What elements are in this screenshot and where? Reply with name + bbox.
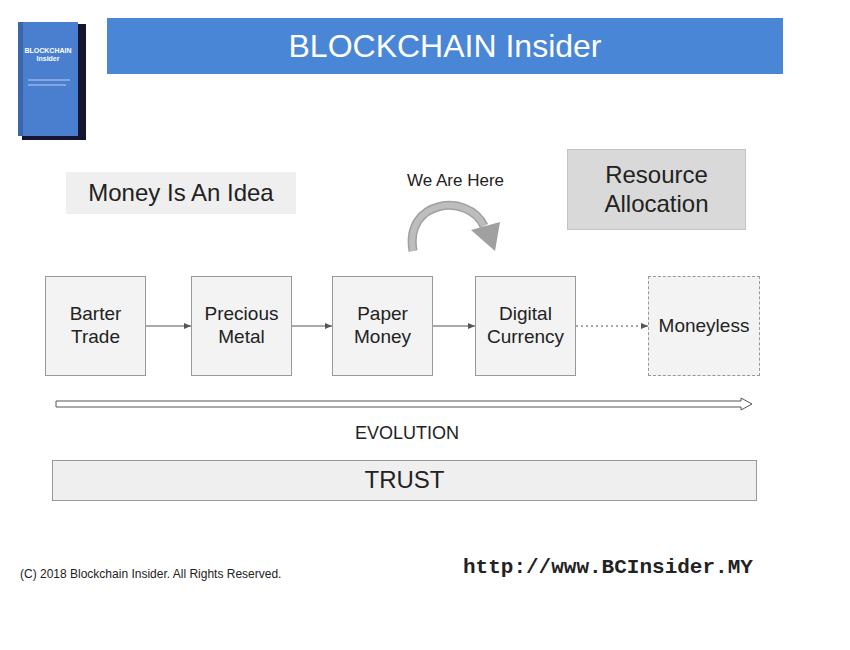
future-box: Moneyless <box>648 276 760 376</box>
node-text: Money Is An Idea <box>88 179 273 208</box>
node-text: Digital Currency <box>482 303 569 349</box>
copyright-note: (C) 2018 Blockchain Insider. All Rights … <box>20 567 281 581</box>
url-label: http://www.BCInsider.MY <box>463 556 753 579</box>
stage-box: Precious Metal <box>191 276 292 376</box>
book-cover: BLOCKCHAIN Insider <box>16 40 80 70</box>
node-text: TRUST <box>365 466 445 495</box>
trust-band: TRUST <box>52 460 757 501</box>
flow-arrow <box>433 326 475 327</box>
title-text: BLOCKCHAIN Insider <box>289 27 602 65</box>
pointer-label: We Are Here <box>407 171 504 191</box>
flow-arrow <box>146 326 191 327</box>
curved-arrow <box>412 205 500 251</box>
flow-arrow <box>576 326 648 327</box>
node-text: Precious Metal <box>198 303 285 349</box>
stage-box: Paper Money <box>332 276 433 376</box>
resource-box: Resource Allocation <box>567 149 746 230</box>
axis-label: EVOLUTION <box>355 423 459 444</box>
title-banner: BLOCKCHAIN Insider <box>107 18 783 74</box>
book-icon <box>18 22 86 140</box>
flow-arrow <box>292 326 332 327</box>
evolution-arrow <box>56 398 752 410</box>
stage-box: Barter Trade <box>45 276 146 376</box>
node-text: BLOCKCHAIN Insider <box>22 47 74 64</box>
node-text: Barter Trade <box>52 303 139 349</box>
idea-box: Money Is An Idea <box>66 172 296 214</box>
node-text: Moneyless <box>659 315 750 338</box>
node-text: Resource Allocation <box>574 161 739 219</box>
node-text: Paper Money <box>339 303 426 349</box>
stage-box: Digital Currency <box>475 276 576 376</box>
